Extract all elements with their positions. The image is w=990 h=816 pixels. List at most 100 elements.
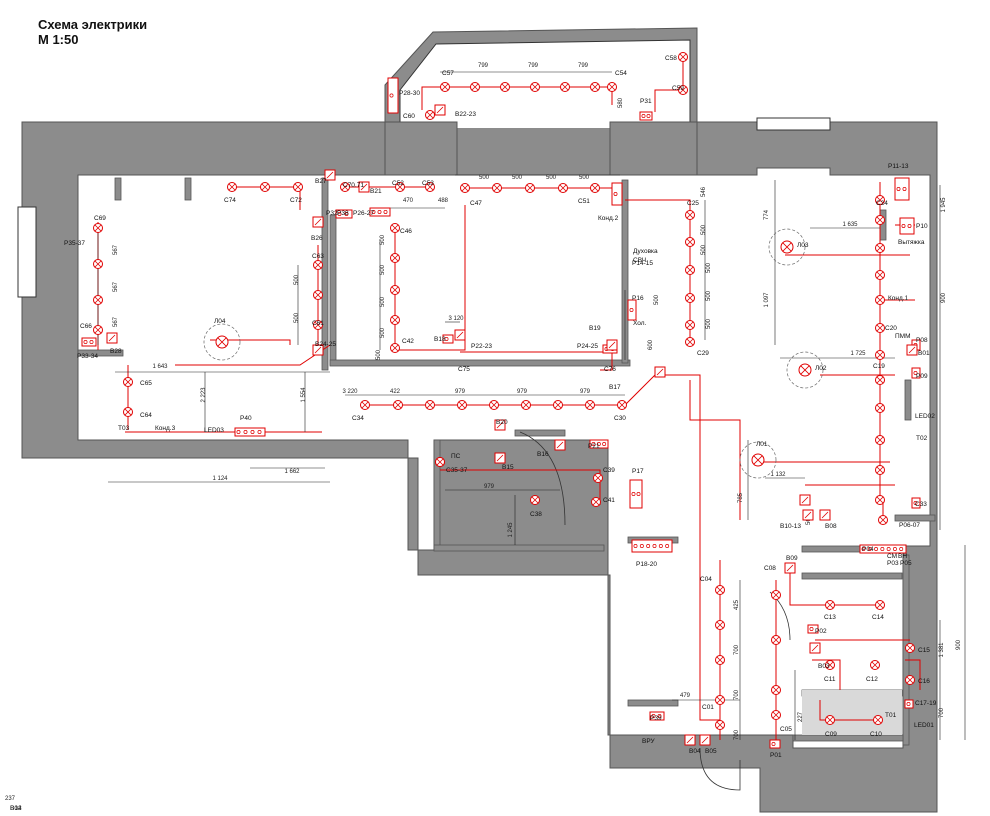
socket-label: P02 <box>815 628 827 635</box>
light-label: C04 <box>700 576 712 583</box>
dimension-label: 500 <box>701 244 707 255</box>
light-fixture-69 <box>905 675 915 685</box>
light-fixture-9 <box>678 85 688 95</box>
light-fixture-6-cross <box>591 83 599 91</box>
light-fixture-66-cross <box>876 496 884 504</box>
light-fixture-2 <box>470 82 480 92</box>
light-label: C10 <box>870 731 882 738</box>
light-fixture-36 <box>360 400 370 410</box>
light-fixture-75-cross <box>874 716 882 724</box>
socket-label: P05 <box>900 560 912 567</box>
device-label: T03 <box>118 425 130 432</box>
light-fixture-26-cross <box>391 344 399 352</box>
light-fixture-62 <box>875 375 885 385</box>
socket-label: P35-37 <box>64 240 85 247</box>
tiled-floor <box>802 690 902 735</box>
light-fixture-5-cross <box>561 83 569 91</box>
light-label: C12 <box>866 676 878 683</box>
socket-block-15-outlet <box>896 187 901 191</box>
switch-label: B28 <box>110 348 122 355</box>
door-arc-1 <box>519 431 566 526</box>
wire-26 <box>789 570 880 606</box>
light-fixture-70-cross <box>826 601 834 609</box>
light-fixture-79-cross <box>772 711 780 719</box>
dimension-label: 1 097 <box>764 292 770 308</box>
light-label: C66 <box>80 323 92 330</box>
light-fixture-53-cross <box>686 321 694 329</box>
pendant-light-l03-cross <box>782 242 792 252</box>
light-label: C59 <box>672 85 684 92</box>
socket-block-18-outlet <box>913 371 918 375</box>
switch-label: B05 <box>705 748 717 755</box>
dimension-label: 567 <box>113 244 119 255</box>
light-fixture-44 <box>617 400 627 410</box>
light-fixture-34-cross <box>314 291 322 299</box>
light-fixture-21-cross <box>591 184 599 192</box>
wire-7 <box>394 205 466 351</box>
wire-31 <box>175 344 331 366</box>
light-fixture-48-cross <box>592 498 600 506</box>
light-fixture-4 <box>530 82 540 92</box>
light-fixture-74-cross <box>826 716 834 724</box>
socket-block-15-outlet <box>902 187 907 191</box>
light-fixture-39 <box>457 400 467 410</box>
light-fixture-49-cross <box>686 211 694 219</box>
socket-block-14 <box>631 539 673 553</box>
socket-block-14-outlet <box>639 544 644 548</box>
light-fixture-60-cross <box>876 324 884 332</box>
bay-outline <box>399 39 691 122</box>
light-fixture-30 <box>93 325 103 335</box>
switch-13-lever <box>804 511 812 519</box>
light-fixture-4-cross <box>531 83 539 91</box>
light-label: Л02 <box>815 365 827 372</box>
dimension-label: 979 <box>455 389 466 395</box>
dimension-label: 700 <box>734 689 740 700</box>
light-fixture-8-cross <box>679 53 687 61</box>
dimension-label: 799 <box>578 63 589 69</box>
device-label: Конд.3 <box>155 425 176 432</box>
light-fixture-68-cross <box>906 644 914 652</box>
pendant-light-l02 <box>798 363 812 377</box>
light-fixture-24 <box>390 285 400 295</box>
socket-block-20-outlet <box>899 547 904 551</box>
socket-label: P24-25 <box>577 343 598 350</box>
light-fixture-36-cross <box>361 401 369 409</box>
socket-block-4-outlet <box>377 210 382 214</box>
dimension-label: 1 725 <box>850 351 866 357</box>
light-label: Л04 <box>214 318 226 325</box>
switch-1-lever <box>436 106 444 114</box>
light-fixture-70 <box>825 600 835 610</box>
light-fixture-69-cross <box>906 676 914 684</box>
window-west <box>17 206 37 298</box>
light-fixture-25 <box>390 315 400 325</box>
light-fixture-29 <box>93 295 103 305</box>
light-fixture-85-cross <box>436 458 444 466</box>
light-label: C14 <box>872 614 884 621</box>
light-fixture-33 <box>313 260 323 270</box>
light-label: C54 <box>615 70 627 77</box>
socket-block-19-outlet <box>913 501 918 505</box>
dimension-label: 700 <box>734 729 740 740</box>
socket-block-13-outlet <box>636 492 641 496</box>
light-fixture-9-cross <box>679 86 687 94</box>
partition-15 <box>792 734 904 742</box>
light-fixture-83 <box>715 695 725 705</box>
dimension-label: 500 <box>706 262 712 273</box>
light-fixture-53 <box>685 320 695 330</box>
light-label: C52 <box>392 180 404 187</box>
light-fixture-50 <box>685 237 695 247</box>
socket-block-6 <box>234 427 266 437</box>
device-label: Вытяжка <box>898 239 925 246</box>
dimension-label: 500 <box>376 349 382 360</box>
socket-block-5-outlet <box>83 340 88 344</box>
socket-label: P14-15 <box>632 260 653 267</box>
socket-block-20-outlet <box>892 547 897 551</box>
pendant-light-l02-cross <box>800 365 810 375</box>
light-fixture-41-cross <box>522 401 530 409</box>
partition-16 <box>904 379 912 421</box>
device-label: СВЧ <box>633 257 646 264</box>
socket-block-12 <box>649 711 665 721</box>
wire-17 <box>689 380 741 520</box>
light-label: C61 <box>312 320 324 327</box>
